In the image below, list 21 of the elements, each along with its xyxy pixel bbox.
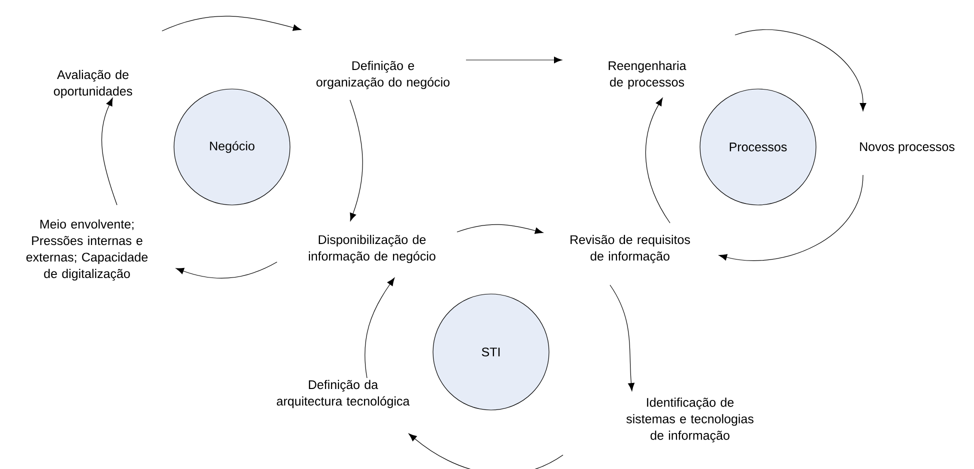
step-label: Reengenharia de processos	[608, 60, 686, 90]
arrow	[101, 98, 118, 206]
arrow	[734, 29, 866, 112]
arrow	[645, 98, 670, 224]
step-label: Disponibilização de informação de negócio	[308, 234, 436, 264]
step-label: Novos processos	[860, 142, 954, 154]
arrow	[718, 174, 864, 261]
arrow	[408, 433, 564, 469]
step-label: Avaliação de oportunidades	[54, 70, 132, 98]
arrow	[610, 284, 634, 392]
step-label: Definição da arquitectura tecnológica	[276, 380, 410, 408]
step-label: Identificação de sistemas e tecnologias de informação	[626, 398, 754, 442]
arrow	[466, 56, 562, 64]
arrow	[162, 16, 302, 32]
step-label: Revisão de requisitos de informação	[570, 234, 690, 264]
arrow	[364, 278, 395, 378]
arrow	[350, 100, 363, 222]
arrow	[176, 262, 278, 279]
step-label: Meio envolvente; Pressões internas e externas; Capacidade de digitalização	[26, 219, 148, 281]
arrow	[456, 224, 544, 234]
step-label: Definição e organização do negócio	[316, 60, 450, 90]
